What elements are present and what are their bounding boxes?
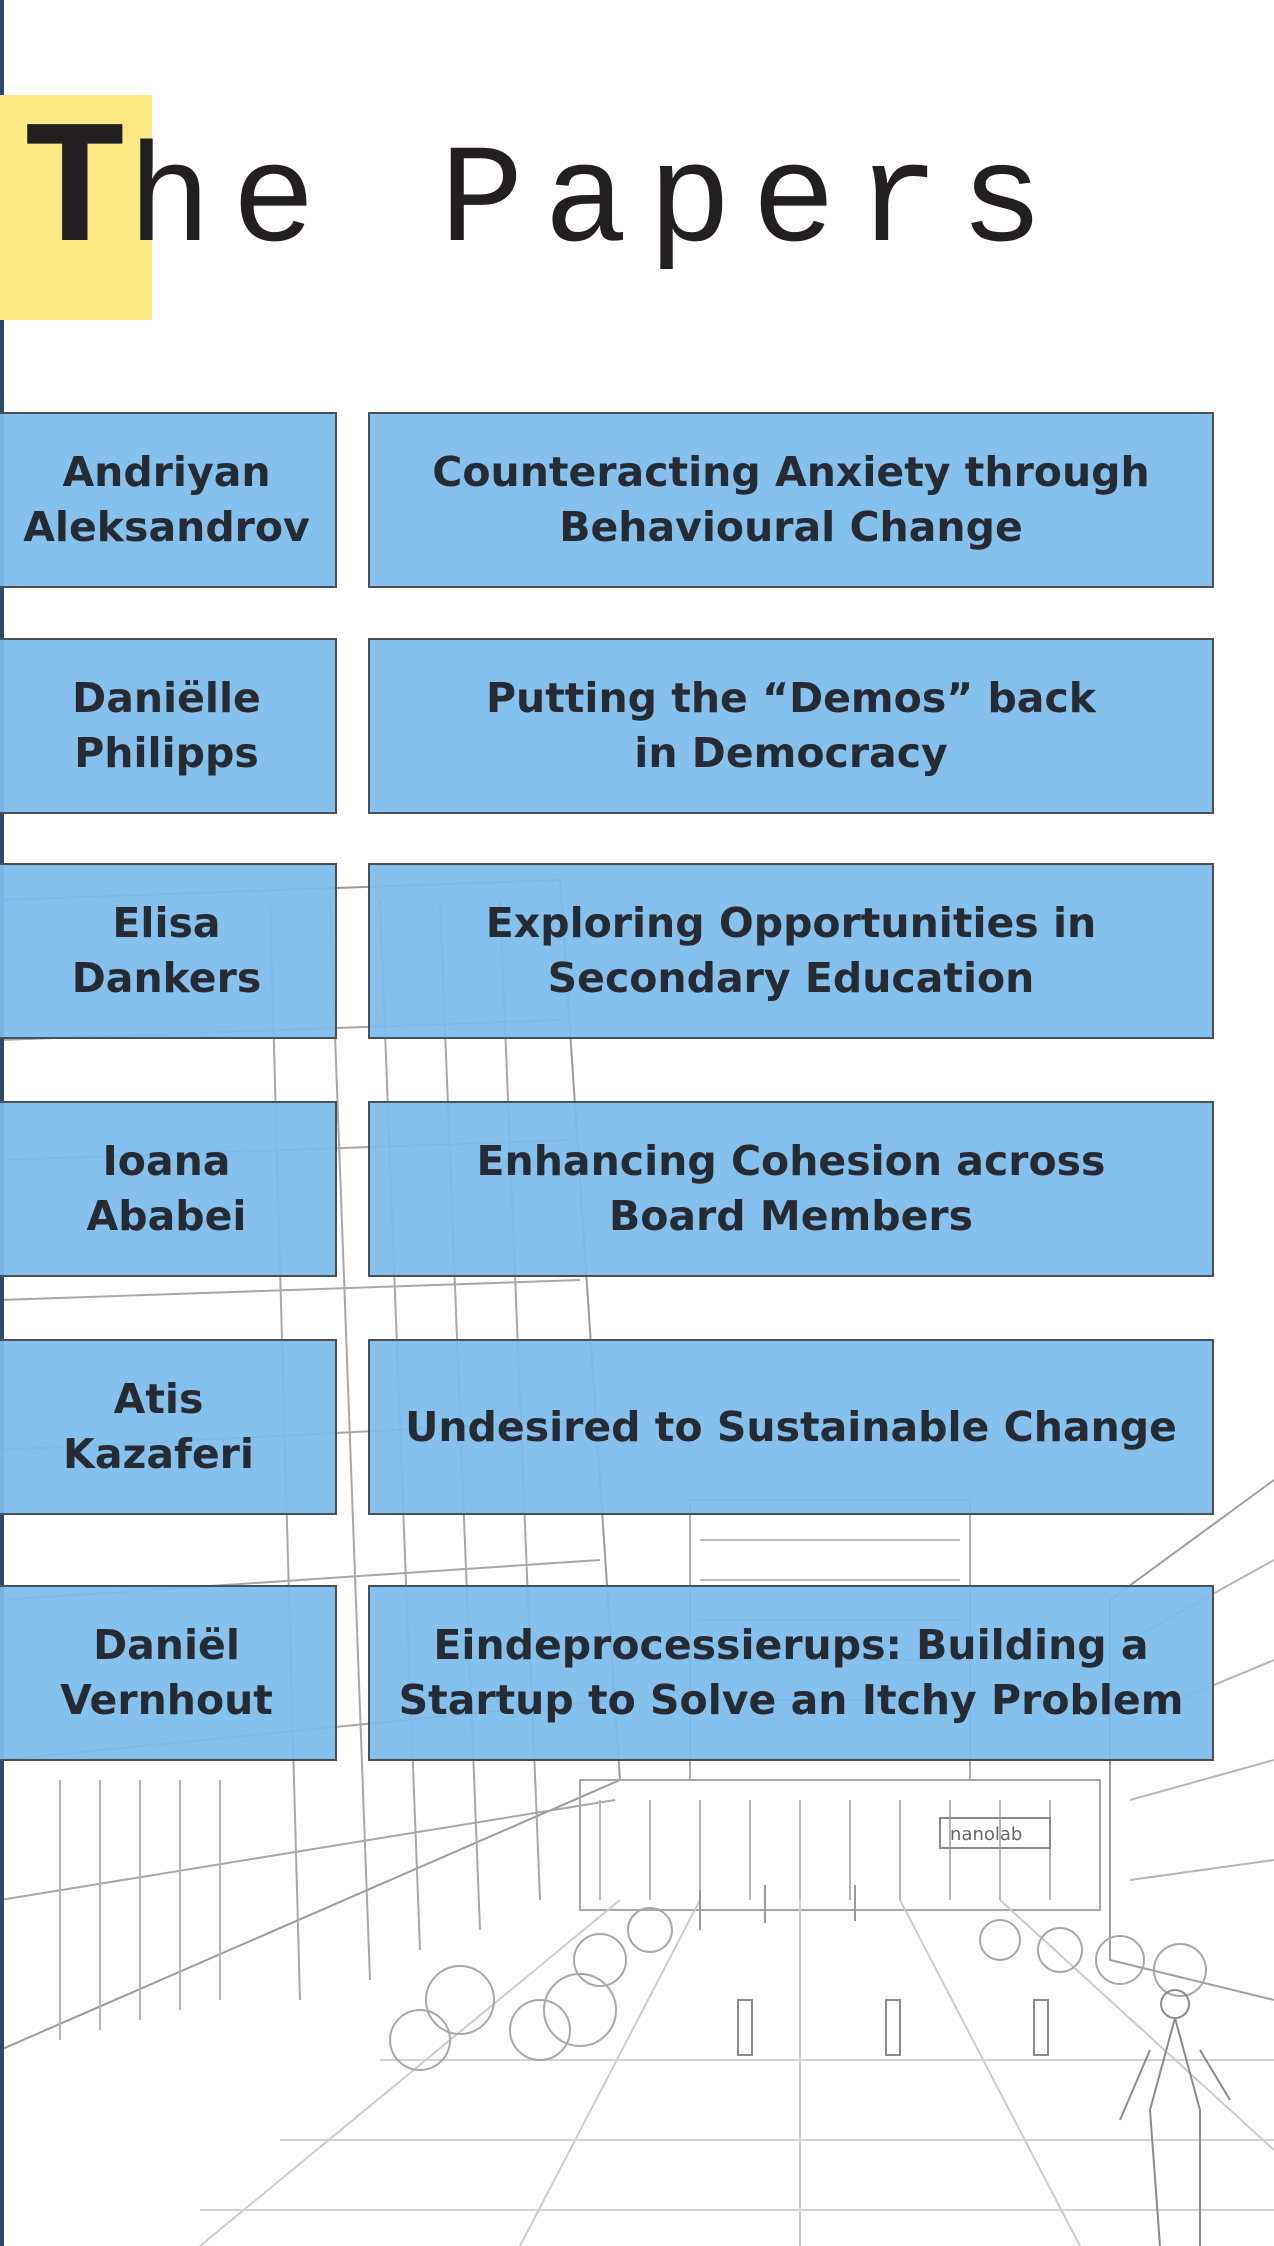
paper-title-line: Board Members	[608, 1192, 974, 1240]
paper-title-line: Counteracting Anxiety through	[432, 448, 1150, 497]
paper-row: Elisa Dankers Exploring Opportunities in…	[0, 863, 1214, 1043]
page-title-rest: he Papers	[127, 124, 1064, 283]
page-title-first-letter: T	[22, 93, 128, 293]
paper-title-line: Enhancing Cohesion across	[476, 1137, 1106, 1186]
paper-row: Atis Kazaferi Undesired to Sustainable C…	[0, 1339, 1214, 1519]
author-last-name: Aleksandrov	[23, 503, 310, 551]
paper-title-line: Exploring Opportunities in	[485, 899, 1097, 948]
paper-row: Andriyan Aleksandrov Counteracting Anxie…	[0, 412, 1214, 592]
author-first-name: Ioana	[102, 1137, 231, 1186]
author-first-name: Daniëlle	[72, 674, 261, 723]
author-last-name: Vernhout	[60, 1676, 273, 1724]
paper-row: Ioana Ababei Enhancing Cohesion across B…	[0, 1101, 1214, 1281]
paper-title-cell: Enhancing Cohesion across Board Members	[368, 1101, 1214, 1277]
author-last-name: Philipps	[74, 729, 259, 777]
paper-title-line: Putting the “Demos” back	[485, 674, 1097, 723]
paper-row: Daniëlle Philipps Putting the “Demos” ba…	[0, 638, 1214, 818]
page-title: The Papers	[22, 105, 1064, 281]
author-last-name: Ababei	[86, 1192, 247, 1240]
paper-title-cell: Exploring Opportunities in Secondary Edu…	[368, 863, 1214, 1039]
author-name-cell: Andriyan Aleksandrov	[0, 412, 337, 588]
paper-title-cell: Counteracting Anxiety through Behavioura…	[368, 412, 1214, 588]
author-first-name: Elisa	[112, 899, 221, 948]
paper-title-line: Secondary Education	[547, 954, 1035, 1002]
paper-title-line: Undesired to Sustainable Change	[405, 1402, 1177, 1451]
author-first-name: Daniël	[93, 1621, 240, 1670]
author-name-cell: Elisa Dankers	[0, 863, 337, 1039]
paper-row: Daniël Vernhout Eindeprocessierups: Buil…	[0, 1585, 1214, 1765]
author-name-cell: Atis Kazaferi	[0, 1339, 337, 1515]
author-name-cell: Daniël Vernhout	[0, 1585, 337, 1761]
storefront-sign-text: nanolab	[950, 1824, 1022, 1845]
title-highlight-block	[0, 95, 152, 320]
paper-title-line: Behavioural Change	[559, 503, 1023, 551]
author-first-name: Andriyan	[62, 448, 271, 497]
author-name-cell: Daniëlle Philipps	[0, 638, 337, 814]
author-first-name: Atis	[113, 1375, 204, 1424]
author-last-name: Kazaferi	[63, 1430, 254, 1478]
paper-title-cell: Undesired to Sustainable Change	[368, 1339, 1214, 1515]
paper-title-cell: Eindeprocessierups: Building a Startup t…	[368, 1585, 1214, 1761]
paper-title-cell: Putting the “Demos” back in Democracy	[368, 638, 1214, 814]
paper-title-line: Startup to Solve an Itchy Problem	[398, 1676, 1184, 1724]
paper-title-line: Eindeprocessierups: Building a	[433, 1621, 1149, 1670]
author-last-name: Dankers	[71, 954, 262, 1002]
author-name-cell: Ioana Ababei	[0, 1101, 337, 1277]
paper-title-line: in Democracy	[634, 729, 948, 777]
